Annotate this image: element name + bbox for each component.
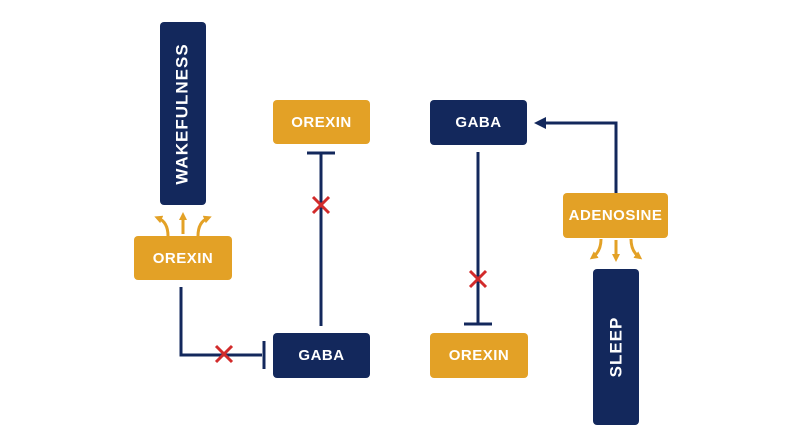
blocked-x-icon [214, 344, 234, 364]
adenosine-node: ADENOSINE [563, 193, 668, 238]
adenosine-label: ADENOSINE [568, 207, 663, 224]
inhibition-line [179, 287, 262, 357]
gaba-inhibits-orexin-edge-2 [307, 151, 335, 326]
wakefulness-node: WAKEFULNESS [160, 22, 206, 205]
orexin-label: OREXIN [291, 113, 352, 131]
blocked-x-icon [468, 269, 488, 289]
activation-arrow-right [629, 238, 643, 260]
sleep-node: SLEEP [593, 269, 639, 425]
orexin-node-panel-2: OREXIN [273, 100, 370, 144]
adenosine-to-gaba-edge [534, 117, 618, 193]
adenosine-to-sleep-arrows [589, 238, 643, 262]
orexin-node-panel-1: OREXIN [134, 236, 232, 280]
gaba-label: GABA [455, 114, 502, 131]
orexin-to-wakefulness-arrows [154, 212, 212, 237]
blocked-x-icon [311, 195, 331, 215]
gaba-node-panel-1: GABA [273, 333, 370, 378]
wakefulness-label: WAKEFULNESS [173, 42, 192, 185]
orexin-label: OREXIN [448, 347, 510, 364]
activation-arrow-right [196, 215, 212, 237]
activation-arrow-left [589, 238, 603, 260]
activation-arrow-left [154, 215, 170, 237]
gaba-inhibits-orexin-edge-3 [464, 152, 492, 326]
gaba-label: GABA [298, 347, 345, 364]
orexin-label: OREXIN [152, 249, 214, 267]
orexin-node-panel-3: OREXIN [430, 333, 528, 378]
activation-line [534, 117, 618, 193]
sleep-label: SLEEP [606, 316, 625, 378]
gaba-node-panel-3: GABA [430, 100, 527, 145]
orexin-inhibits-gaba-edge [179, 287, 266, 369]
